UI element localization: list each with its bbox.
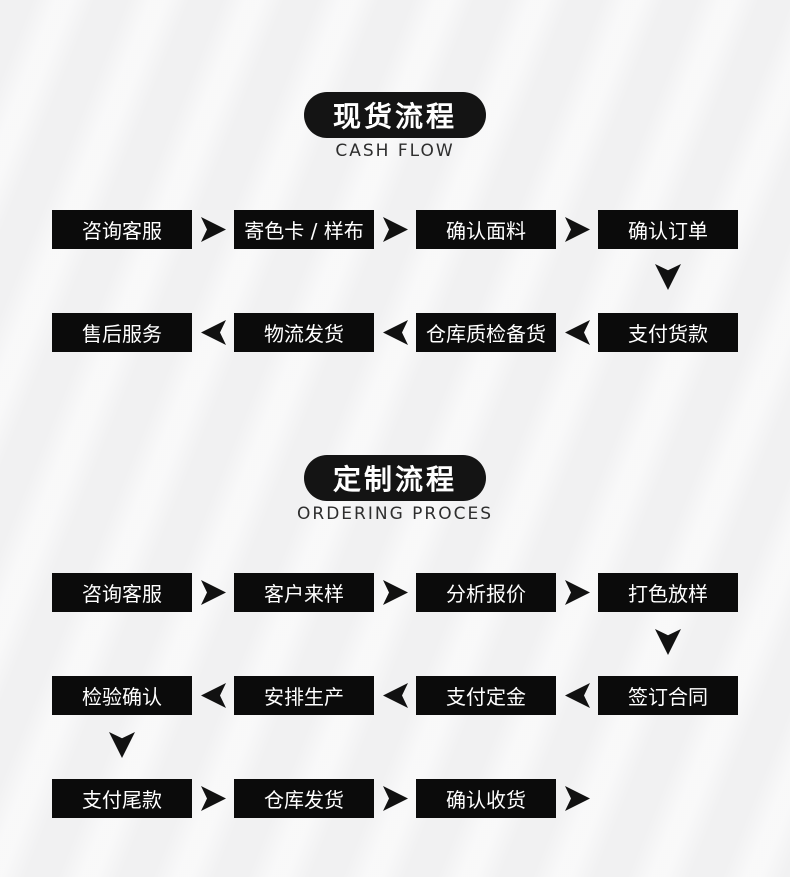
arrow-right-icon xyxy=(192,210,234,249)
flow-step: 咨询客服 xyxy=(52,573,192,612)
cash-flow-row-2: 售后服务 物流发货 仓库质检备货 支付货款 xyxy=(52,313,738,352)
section-subtitle-cash-flow: CASH FLOW xyxy=(335,141,455,161)
section-title-cash-flow: 现货流程 xyxy=(304,92,486,138)
flow-step: 确认订单 xyxy=(598,210,738,249)
flow-step: 仓库质检备货 xyxy=(416,313,556,352)
flow-step: 物流发货 xyxy=(234,313,374,352)
flow-step: 签订合同 xyxy=(598,676,738,715)
ordering-row-1: 咨询客服 客户来样 分析报价 打色放样 xyxy=(52,573,738,612)
flow-step: 打色放样 xyxy=(598,573,738,612)
flow-step: 售后服务 xyxy=(52,313,192,352)
section-subtitle-ordering: ORDERING PROCES xyxy=(297,504,493,524)
flow-step: 安排生产 xyxy=(234,676,374,715)
flow-step: 支付货款 xyxy=(598,313,738,352)
arrow-right-icon xyxy=(374,779,416,818)
arrow-left-icon xyxy=(192,313,234,352)
flow-step: 客户来样 xyxy=(234,573,374,612)
arrow-right-icon xyxy=(556,573,598,612)
flow-step: 分析报价 xyxy=(416,573,556,612)
arrow-right-icon xyxy=(192,573,234,612)
arrow-down-icon xyxy=(655,263,681,291)
arrow-right-icon xyxy=(374,210,416,249)
flow-step: 检验确认 xyxy=(52,676,192,715)
arrow-right-icon xyxy=(556,210,598,249)
flow-step: 支付定金 xyxy=(416,676,556,715)
ordering-row-2: 检验确认 安排生产 支付定金 签订合同 xyxy=(52,676,738,715)
flow-step: 寄色卡 / 样布 xyxy=(234,210,374,249)
arrow-right-icon xyxy=(556,779,598,818)
arrow-left-icon xyxy=(556,676,598,715)
arrow-down-icon xyxy=(655,628,681,656)
arrow-right-icon xyxy=(374,573,416,612)
flow-step: 咨询客服 xyxy=(52,210,192,249)
arrow-right-icon xyxy=(192,779,234,818)
flow-step: 确认收货 xyxy=(416,779,556,818)
arrow-left-icon xyxy=(374,676,416,715)
arrow-left-icon xyxy=(556,313,598,352)
flow-step: 仓库发货 xyxy=(234,779,374,818)
arrow-left-icon xyxy=(192,676,234,715)
arrow-left-icon xyxy=(374,313,416,352)
section-title-ordering: 定制流程 xyxy=(304,455,486,501)
cash-flow-row-1: 咨询客服 寄色卡 / 样布 确认面料 确认订单 xyxy=(52,210,738,249)
arrow-down-icon xyxy=(109,731,135,759)
ordering-row-3: 支付尾款 仓库发货 确认收货 xyxy=(52,779,598,818)
flow-step: 确认面料 xyxy=(416,210,556,249)
flow-step: 支付尾款 xyxy=(52,779,192,818)
